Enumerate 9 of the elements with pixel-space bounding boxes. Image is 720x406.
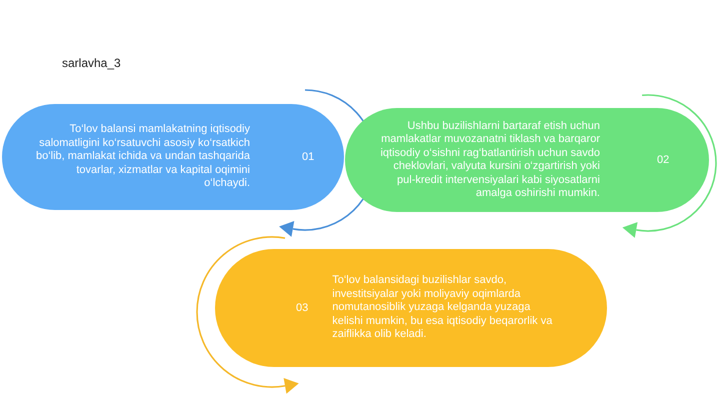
- step-description: To‘lov balansi mamlakatning iqtisodiy salomatligini ko‘rsatuvchi asosiy ko‘rsatkich bo‘lib, mamlakat ichida va undan tashqarida tovarlar, xizmatlar va kapital oqimini o‘lchaydi.: [34, 123, 250, 191]
- step-description: To‘lov balansidagi buzilishlar savdo, investitsiyalar yoki moliyaviy oqimlarda nomutanosiblik yuzaga kelganda yuzaga kelishi mumkin, bu esa iqtisodiy beqarorlik va zaiflikka olib keladi.: [332, 274, 554, 342]
- title-text: sarlavha_3: [62, 56, 121, 70]
- step-number: 01: [302, 150, 314, 164]
- step-description: Ushbu buzilishlarni bartaraf etish uchun mamlakatlar muvozanatni tiklash va barqaror iqtisodiy o‘sishni rag‘batlantirish uchun savdo cheklovlari, valyuta kursini o‘zgartirish yoki pul-kredit intervensiyalari kabi siyosatlarni amalga oshirishi mumkin.: [379, 120, 600, 200]
- step-number: 03: [296, 302, 308, 314]
- step-number: 02: [657, 154, 670, 166]
- step-pill: [345, 108, 709, 212]
- step-pill: [215, 249, 607, 367]
